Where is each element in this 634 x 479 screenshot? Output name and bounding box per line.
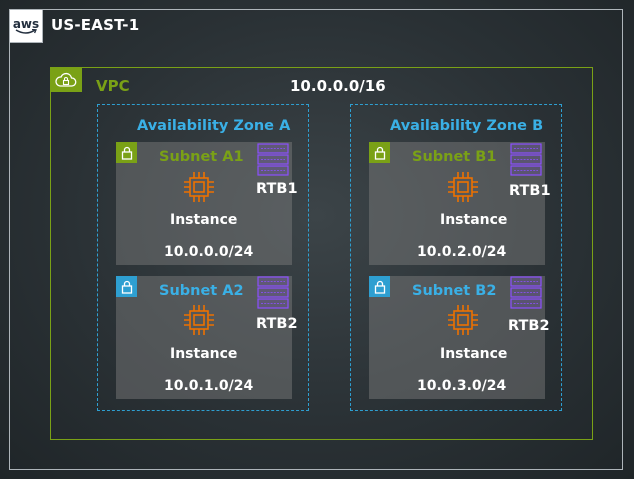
- vpc-group: [50, 67, 593, 440]
- subnet-b1-cidr: 10.0.2.0/24: [417, 244, 507, 260]
- subnet-a2-instance-label: Instance: [170, 346, 238, 362]
- aws-logo-text: aws: [12, 17, 40, 31]
- route-table-icon: [257, 276, 289, 309]
- subnet-b2-cidr: 10.0.3.0/24: [417, 378, 507, 394]
- subnet-b2-instance-label: Instance: [440, 346, 508, 362]
- subnet-lock-icon: [116, 142, 137, 163]
- route-table-icon: [510, 276, 542, 309]
- availability-zone-b-title: Availability Zone B: [390, 118, 544, 134]
- vpc-cidr: 10.0.0.0/16: [290, 77, 386, 95]
- availability-zone-a: [97, 104, 309, 411]
- route-table-icon: [257, 143, 289, 176]
- subnet-lock-icon: [369, 276, 390, 297]
- subnet-a2-cidr: 10.0.1.0/24: [164, 378, 254, 394]
- subnet-a1: [116, 142, 292, 265]
- subnet-a2-route-table-label: RTB2: [256, 316, 298, 332]
- route-table-icon: [510, 143, 542, 176]
- subnet-lock-icon: [116, 276, 137, 297]
- subnet-b1-instance-label: Instance: [440, 212, 508, 228]
- vpc-cloud-lock-icon: [50, 67, 82, 92]
- ec2-instance-chip-icon: [448, 305, 478, 335]
- subnet-b1-route-table-label: RTB1: [509, 183, 551, 199]
- subnet-a1-title: Subnet A1: [159, 149, 244, 165]
- subnet-a1-cidr: 10.0.0.0/24: [164, 244, 254, 260]
- subnet-b1: [369, 142, 545, 265]
- ec2-instance-chip-icon: [448, 172, 478, 202]
- aws-logo: aws: [9, 9, 43, 43]
- subnet-b2-title: Subnet B2: [412, 283, 497, 299]
- subnet-lock-icon: [369, 142, 390, 163]
- subnet-b1-title: Subnet B1: [412, 149, 497, 165]
- availability-zone-a-title: Availability Zone A: [137, 118, 291, 134]
- ec2-instance-chip-icon: [184, 172, 214, 202]
- region-group: [9, 9, 623, 470]
- subnet-a1-instance-label: Instance: [170, 212, 238, 228]
- subnet-b2-route-table-label: RTB2: [508, 318, 550, 334]
- ec2-instance-chip-icon: [184, 305, 214, 335]
- aws-smile-icon: [15, 29, 37, 34]
- subnet-a1-route-table-label: RTB1: [256, 181, 298, 197]
- availability-zone-b: [350, 104, 562, 411]
- subnet-a2-title: Subnet A2: [159, 283, 244, 299]
- region-title: US-EAST-1: [51, 16, 140, 34]
- vpc-label: VPC: [96, 77, 130, 95]
